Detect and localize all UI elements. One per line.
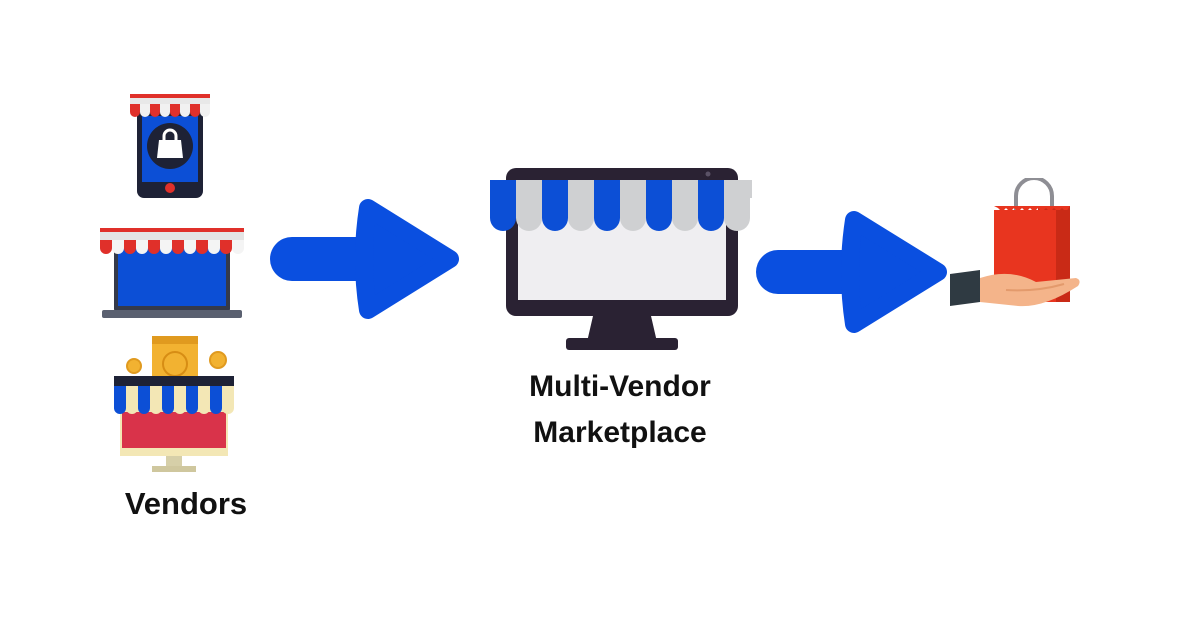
right-arrow-icon <box>270 199 459 319</box>
laptop-shop-icon <box>100 228 244 318</box>
marketplace-label-line1: Multi-Vendor <box>529 370 711 403</box>
right-arrow-icon <box>756 211 947 333</box>
vendors-label: Vendors <box>124 486 248 521</box>
monitor-storefront-icon <box>490 168 752 350</box>
hand-with-shopping-bag-icon <box>950 178 1080 307</box>
marketplace-label-line2: Marketplace <box>533 416 707 449</box>
marketplace-label: Multi-Vendor Marketplace <box>470 364 770 456</box>
desktop-shop-icon <box>114 336 234 472</box>
mobile-shop-icon <box>130 94 210 198</box>
